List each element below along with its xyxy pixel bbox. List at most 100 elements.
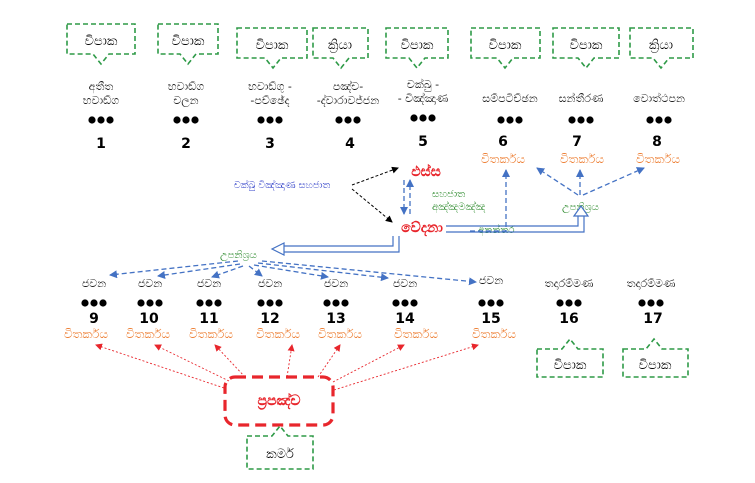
dot [196, 299, 204, 307]
top-box-7: විපාක [552, 27, 620, 70]
stage-6: සම්පටිච්ඡන 6 [482, 92, 538, 150]
dot [335, 116, 343, 124]
stage-1-number: 1 [96, 136, 106, 152]
top-box-7-label: විපාක [570, 38, 603, 53]
dot [97, 116, 105, 124]
dot [647, 299, 655, 307]
stage-4-line1: පඤ්ච- [333, 79, 363, 93]
stage-6-number: 6 [498, 134, 508, 150]
dot [410, 299, 418, 307]
stage-14-number: 14 [395, 311, 415, 327]
dot [137, 299, 145, 307]
stage-10: ජවන 10 විතර්කය [126, 277, 170, 341]
dot [506, 116, 514, 124]
stage-2-line1: භවාඞ්ග [168, 80, 204, 93]
papanca-box: ප්‍රපඤ්ච [223, 375, 335, 427]
arrow-papanca-15 [333, 343, 479, 391]
stage-1: අතීත භවාඞ්ග 1 [83, 80, 119, 152]
papanca-label: ප්‍රපඤ්ච [257, 392, 301, 411]
arrow-to-vedana [351, 188, 393, 223]
stage-4: පඤ්ච- -ද්වාරාවජ්ජන 4 [317, 79, 379, 152]
arrow-javana-12 [248, 265, 263, 277]
stage-5-number: 5 [418, 134, 428, 150]
top-box-2-label: විපාක [172, 34, 205, 49]
stage-12-number: 12 [260, 311, 279, 327]
vitarkaya-label: විතර්කය [472, 327, 516, 341]
stage-5: චක්ඛු - - විඤ්ඤාණ 5 [398, 77, 449, 150]
dot [410, 114, 418, 122]
dot [638, 299, 646, 307]
dot [81, 299, 89, 307]
dot [173, 116, 181, 124]
stage-15-number: 15 [481, 311, 500, 327]
stage-15-label: ජවන [479, 274, 503, 287]
dot [90, 299, 98, 307]
stage-3-line2: -පච්ඡේද [250, 94, 289, 107]
stage-7-line1: සන්තීරණ [559, 91, 604, 105]
vitarkaya-label: විතර්කය [560, 152, 604, 166]
dot [568, 116, 576, 124]
stage-3-line1: භවාඞ්ගු - [248, 80, 292, 93]
stage-16-label: තදාරම්මණ [545, 277, 594, 290]
bottom-box-16: විපාක [536, 337, 604, 378]
bottom-box-16-label: විපාක [554, 358, 587, 373]
stage-4-line2: -ද්වාරාවජ්ජන [317, 93, 379, 107]
vedana-label: වේදනා [401, 219, 443, 237]
stage-13-label: ජවන [324, 277, 348, 290]
vitarkaya-label: විතර්කය [189, 327, 233, 341]
stage-16: තදාරම්මණ 16 [545, 277, 594, 327]
arrow-javana-11 [211, 265, 244, 279]
dot [275, 116, 283, 124]
top-box-6-label: විපාක [489, 38, 522, 53]
arrow-javana-15 [261, 260, 477, 286]
dot [257, 299, 265, 307]
top-box-8: ක්‍රියා [629, 27, 694, 70]
dot [401, 299, 409, 307]
top-box-5-label: විපාක [401, 38, 434, 53]
top-box-2: විපාක [157, 23, 219, 66]
top-box-3-label: විපාක [256, 38, 289, 53]
dot [205, 299, 213, 307]
dot [655, 116, 663, 124]
stage-3: භවාඞ්ගු - -පච්ඡේද 3 [248, 80, 292, 152]
vitarkaya-label: විතර්කය [256, 327, 300, 341]
stage-10-label: ජවන [138, 277, 162, 290]
vitarkaya-label: විතර්කය [126, 327, 170, 341]
top-box-1: විපාක [66, 23, 136, 66]
dot [106, 116, 114, 124]
sahajata-label: සහජාත [432, 189, 465, 200]
double-arrow-right [446, 204, 590, 233]
dot [214, 299, 222, 307]
dot [428, 114, 436, 122]
arrow-to-phassa [351, 166, 399, 186]
dot [344, 116, 352, 124]
top-box-3: විපාක [236, 27, 308, 70]
dot [146, 299, 154, 307]
dot [392, 299, 400, 307]
stage-5-line2: - විඤ්ඤාණ [398, 91, 449, 105]
dot [656, 299, 664, 307]
stage-8-line1: වොත්ථපන [633, 91, 685, 105]
vitarkaya-label: විතර්කය [636, 152, 680, 166]
arrow-papanca-14 [332, 344, 405, 383]
stage-9: ජවන 9 විතර්කය [64, 277, 108, 341]
arrow-javana-9 [109, 260, 239, 279]
cakkhu-sahajata-label: චක්ඛු විඤ්ඤාණ සහජාත [234, 178, 330, 191]
dot [487, 299, 495, 307]
stage-9-label: ජවන [82, 277, 106, 290]
stage-13: ජවන 13 විතර්කය [318, 277, 362, 341]
arrow-papanca-13 [317, 344, 341, 378]
stage-14: ජවන 14 විතර්කය [392, 277, 438, 341]
stage-2: භවාඞ්ග චලන 2 [168, 80, 204, 152]
top-box-4-label: ක්‍රියා [328, 38, 352, 53]
stage-12-label: ජවන [258, 277, 282, 290]
dot [515, 116, 523, 124]
vitarkaya-label: විතර්කය [64, 327, 108, 341]
arrow-javana-14 [257, 262, 389, 282]
stage-6-line1: සම්පටිච්ඡන [482, 92, 538, 105]
stage-10-number: 10 [139, 311, 159, 327]
stage-17-number: 17 [643, 311, 662, 327]
stage-16-number: 16 [559, 311, 578, 327]
arrow-javana-10 [157, 263, 241, 279]
stage-14-label: ජවන [393, 277, 417, 290]
